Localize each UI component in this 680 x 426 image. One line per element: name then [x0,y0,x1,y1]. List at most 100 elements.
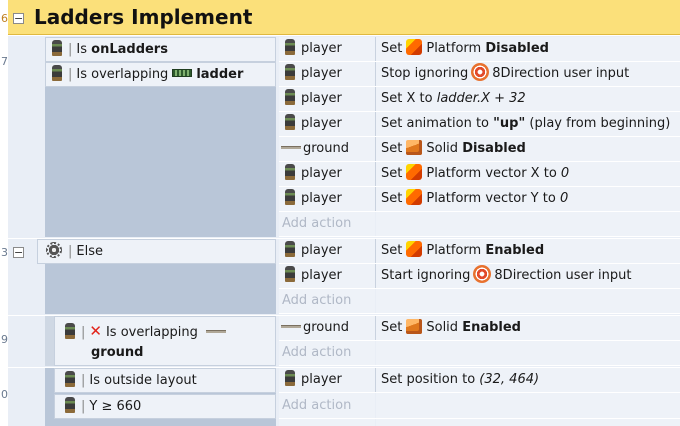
action-set-x[interactable]: player Set X to ladder.X + 32 [279,87,680,112]
action-object: player [301,166,342,181]
platform-behavior-icon [406,189,423,205]
column-divider [375,239,376,289]
event-2-action-objects [279,239,375,314]
action-param: 8Direction user input [494,268,632,283]
action-object: player [301,116,342,131]
platform-behavior-icon [406,39,423,55]
group-header[interactable] [8,0,680,35]
player-sprite-icon [52,65,62,81]
player-sprite-icon [285,114,295,130]
ladder-icon [172,69,193,77]
action-value: Enabled [485,243,545,258]
condition-outside-layout[interactable]: |Is outside layout [54,368,276,393]
action-expression: (32, 464) [479,372,540,387]
ground-sprite-icon [281,325,301,328]
action-set-vector-y[interactable]: player Set Platform vector Y to 0 [279,187,680,212]
action-suffix: (play from beginning) [529,116,671,131]
event-1-action-objects [279,37,375,237]
player-sprite-icon [285,241,295,257]
action-verb: Set [381,320,403,335]
action-set-platform-enabled[interactable]: player Set Platform Enabled [279,239,680,264]
platform-behavior-icon [406,241,423,257]
event-3-action-texts [376,316,680,366]
add-action-link[interactable]: Add action [279,394,680,419]
player-sprite-icon [285,189,295,205]
condition-not-overlapping-ground[interactable]: |✕Is overlapping ground [54,316,276,366]
player-sprite-icon [65,397,75,413]
condition-variable: onLadders [91,42,168,57]
player-sprite-icon [285,89,295,105]
event-2-collapse-toggle[interactable]: − [13,246,24,259]
ground-sprite-icon [281,146,301,149]
condition-on-ladders[interactable]: |Is onLadders [45,37,276,62]
condition-overlapping-ladder[interactable]: |Is overlapping ladder [45,62,276,87]
player-sprite-icon [52,40,62,56]
action-value: Disabled [485,41,549,56]
action-set-vector-x[interactable]: player Set Platform vector X to 0 [279,162,680,187]
column-divider [375,368,376,393]
action-verb: Set X to [381,91,433,106]
event-2-action-texts [376,239,680,314]
add-action-link[interactable]: Add action [279,212,680,237]
condition-y-compare[interactable]: |Y ≥ 660 [54,394,276,419]
condition-separator: | [68,244,73,259]
solid-behavior-icon [406,140,423,155]
action-object: player [301,191,342,206]
action-param: Platform vector X to [426,166,557,181]
platform-behavior-icon [406,164,423,180]
condition-object: ground [91,345,144,360]
add-action-link[interactable]: Add action [279,289,680,314]
condition-separator: | [81,325,86,340]
player-sprite-icon [285,64,295,80]
action-set-animation[interactable]: player Set animation to "up" (play from … [279,112,680,137]
action-verb: Set [381,191,403,206]
event-4-action-objects [279,368,375,426]
action-param: Solid [426,320,459,335]
action-object: player [301,268,342,283]
condition-text: Else [76,244,103,259]
condition-separator: | [68,42,73,57]
condition-text: Y ≥ 660 [89,399,142,414]
player-sprite-icon [285,370,295,386]
action-value: Disabled [462,141,526,156]
action-value: "up" [493,116,526,131]
action-verb: Set [381,166,403,181]
condition-object: ladder [196,67,244,82]
event-1-action-texts [376,37,680,237]
ground-sprite-icon [205,330,226,333]
group-title: Ladders Implement [34,5,253,29]
player-sprite-icon [65,371,75,387]
player-sprite-icon [285,266,295,282]
action-expression: 0 [559,191,569,206]
action-object: ground [303,141,349,156]
event-line-number-1: 7 [1,55,8,68]
action-param: Platform vector Y to [426,191,556,206]
system-gear-icon [46,242,62,258]
condition-separator: | [81,399,86,414]
invert-x-icon: ✕ [89,322,102,340]
condition-separator: | [68,67,73,82]
condition-text: Is overlapping [105,325,198,340]
action-object: player [301,41,342,56]
condition-else[interactable]: |Else [37,239,276,264]
action-set-position[interactable]: player Set position to (32, 464) [279,368,680,393]
column-divider [375,37,376,212]
condition-text: Is overlapping [76,67,169,82]
action-object: player [301,66,342,81]
condition-text: Is outside layout [89,373,197,388]
action-verb: Set [381,243,403,258]
action-expression: 0 [560,166,570,181]
action-object: player [301,243,342,258]
action-verb: Set [381,41,403,56]
action-param: Solid [426,141,459,156]
add-action-link[interactable]: Add action [279,341,680,366]
action-param: Platform [426,243,482,258]
event-4-action-texts [376,368,680,426]
group-collapse-toggle[interactable]: − [13,12,24,25]
player-sprite-icon [65,323,75,339]
